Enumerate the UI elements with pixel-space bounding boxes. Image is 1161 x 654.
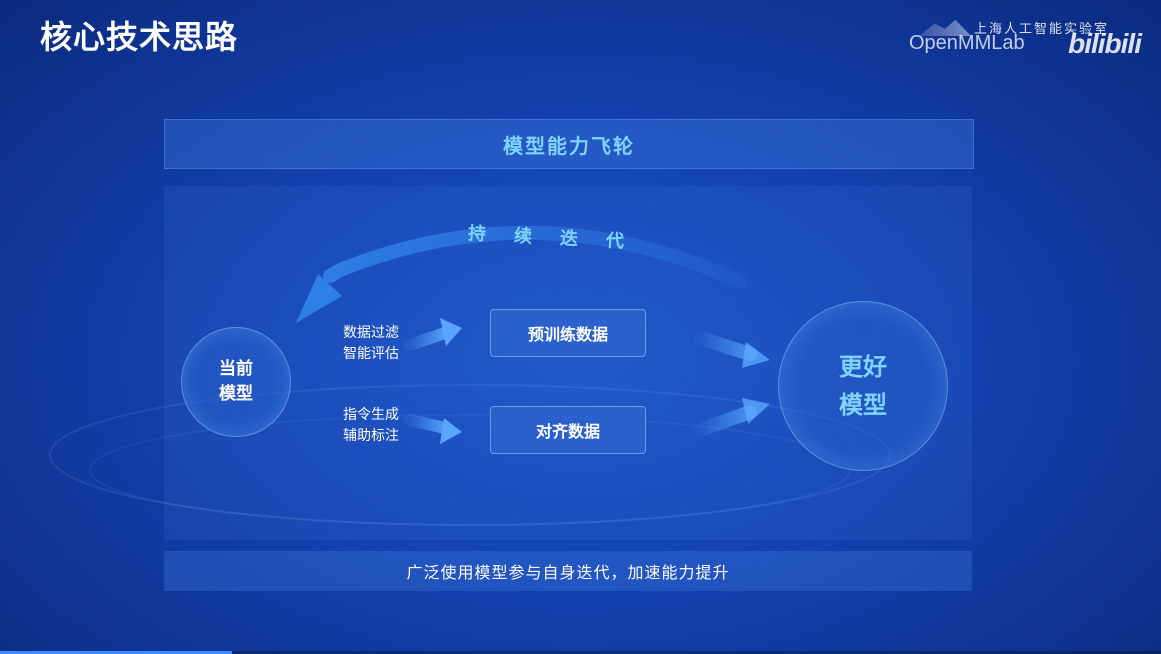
align-data-box: 对齐数据	[490, 406, 646, 454]
current-model-line-2: 模型	[219, 384, 253, 404]
bilibili-watermark: bilibili	[1068, 28, 1142, 59]
better-model-line-2: 模型	[839, 391, 887, 419]
flywheel-header: 模型能力飞轮	[164, 119, 974, 169]
current-model-line-1: 当前	[219, 359, 253, 379]
upper-method-line-2: 智能评估	[343, 346, 399, 362]
page-title: 核心技术思路	[40, 18, 239, 56]
branding: 上海人工智能实验室 OpenMMLab bilibili	[909, 18, 1142, 62]
lab-name: 上海人工智能实验室	[973, 22, 1109, 37]
video-progress-fill	[0, 651, 233, 654]
better-model-line-1: 更好	[839, 353, 887, 381]
lower-method-line-2: 辅助标注	[343, 428, 399, 444]
footer-caption: 广泛使用模型参与自身迭代，加速能力提升	[164, 551, 972, 591]
upper-method-label: 数据过滤 智能评估	[343, 323, 399, 365]
lower-method-label: 指令生成 辅助标注	[343, 405, 399, 447]
better-model-node: 更好 模型	[778, 301, 948, 471]
upper-method-line-1: 数据过滤	[343, 325, 399, 341]
current-model-node: 当前 模型	[181, 327, 291, 437]
pretrain-data-box: 预训练数据	[490, 309, 646, 357]
openmmlab-watermark: OpenMMLab	[909, 32, 1025, 54]
lower-method-line-1: 指令生成	[343, 407, 399, 423]
video-progress-bar[interactable]	[0, 651, 1161, 654]
